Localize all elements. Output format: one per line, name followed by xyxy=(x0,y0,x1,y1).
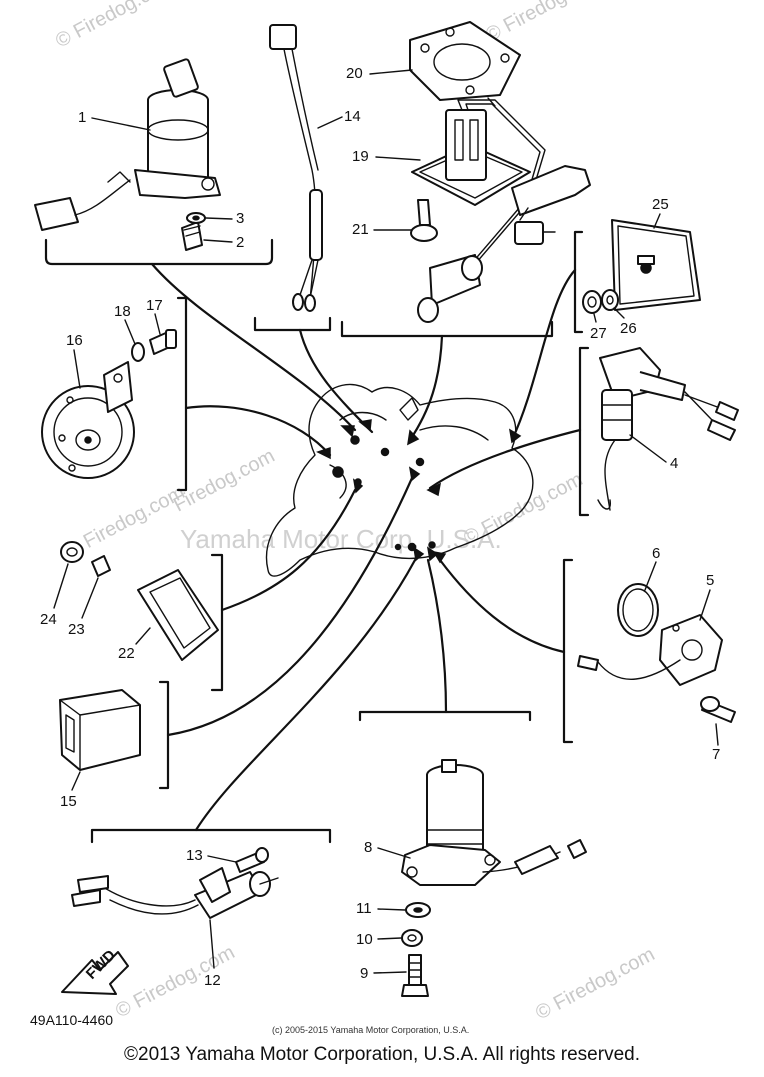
callout-23: 23 xyxy=(68,621,85,638)
callout-27: 27 xyxy=(590,325,607,342)
nut-27-part xyxy=(582,290,602,314)
starter-8-part xyxy=(401,759,587,886)
watermark-center: Yamaha Motor Corp. U.S.A. xyxy=(180,524,502,554)
callout-19: 19 xyxy=(352,148,369,165)
callout-16: 16 xyxy=(66,332,83,349)
sensor-12-part xyxy=(71,867,279,919)
copyright-footer: ©2013 Yamaha Motor Corporation, U.S.A. A… xyxy=(124,1044,640,1065)
washer-part xyxy=(186,212,206,224)
small-copyright: (c) 2005-2015 Yamaha Motor Corporation, … xyxy=(272,1025,469,1035)
engine-outline xyxy=(265,383,534,577)
control-unit-15-part xyxy=(59,689,141,771)
callout-12: 12 xyxy=(204,972,221,989)
callout-4: 4 xyxy=(670,455,678,472)
sender-connector-part xyxy=(511,165,591,245)
gasket-part xyxy=(409,21,521,101)
washer-26-part xyxy=(601,289,619,311)
callout-7: 7 xyxy=(712,746,720,763)
callout-2: 2 xyxy=(236,234,244,251)
callout-13: 13 xyxy=(186,847,203,864)
callout-20: 20 xyxy=(346,65,363,82)
o-ring-part xyxy=(617,583,659,637)
callout-1: 1 xyxy=(78,109,86,126)
callout-21: 21 xyxy=(352,221,369,238)
washer-23-part xyxy=(91,555,111,577)
screw-13-part xyxy=(235,847,269,873)
diagram-code: 49A110-4460 xyxy=(30,1012,113,1028)
callout-11: 11 xyxy=(356,900,372,917)
main-switch-part xyxy=(34,58,221,231)
plate-25-part xyxy=(611,219,701,311)
callout-6: 6 xyxy=(652,545,660,562)
watermark: © Firedog.com xyxy=(532,943,658,1024)
callout-17: 17 xyxy=(146,297,163,314)
washer-11-part xyxy=(405,902,431,918)
leader-lines xyxy=(44,230,590,844)
washer-18-part xyxy=(131,342,145,362)
fuel-sender-part xyxy=(411,97,546,323)
callout-25: 25 xyxy=(652,196,669,213)
callout-9: 9 xyxy=(360,965,368,982)
callout-24: 24 xyxy=(40,611,57,628)
washer-10-part xyxy=(401,929,423,947)
screw-part xyxy=(181,221,203,251)
relay-22-part xyxy=(137,569,219,661)
lead-wire-part xyxy=(269,24,323,312)
callout-26: 26 xyxy=(620,320,637,337)
callouts: 1 2 3 4 5 6 7 8 9 10 11 12 13 14 15 16 1… xyxy=(40,65,720,989)
horn-part xyxy=(41,361,135,479)
bolt-9-part xyxy=(401,954,429,997)
callout-5: 5 xyxy=(706,572,714,589)
bolt-17-part xyxy=(149,329,177,355)
neutral-switch-part xyxy=(597,347,739,511)
callout-3: 3 xyxy=(236,210,244,227)
screw-7-part xyxy=(700,696,736,723)
watermark: © Firedog.com xyxy=(52,0,178,52)
watermark: © Firedog.com xyxy=(482,0,608,46)
callout-14: 14 xyxy=(344,108,361,125)
callout-18: 18 xyxy=(114,303,131,320)
callout-15: 15 xyxy=(60,793,77,810)
screw-21-part xyxy=(410,199,438,242)
nut-24-part xyxy=(60,541,84,563)
callout-8: 8 xyxy=(364,839,372,856)
sensor-5-part xyxy=(577,614,723,686)
callout-10: 10 xyxy=(356,931,373,948)
callout-22: 22 xyxy=(118,645,135,662)
fwd-direction-arrow: FWD xyxy=(61,947,129,995)
